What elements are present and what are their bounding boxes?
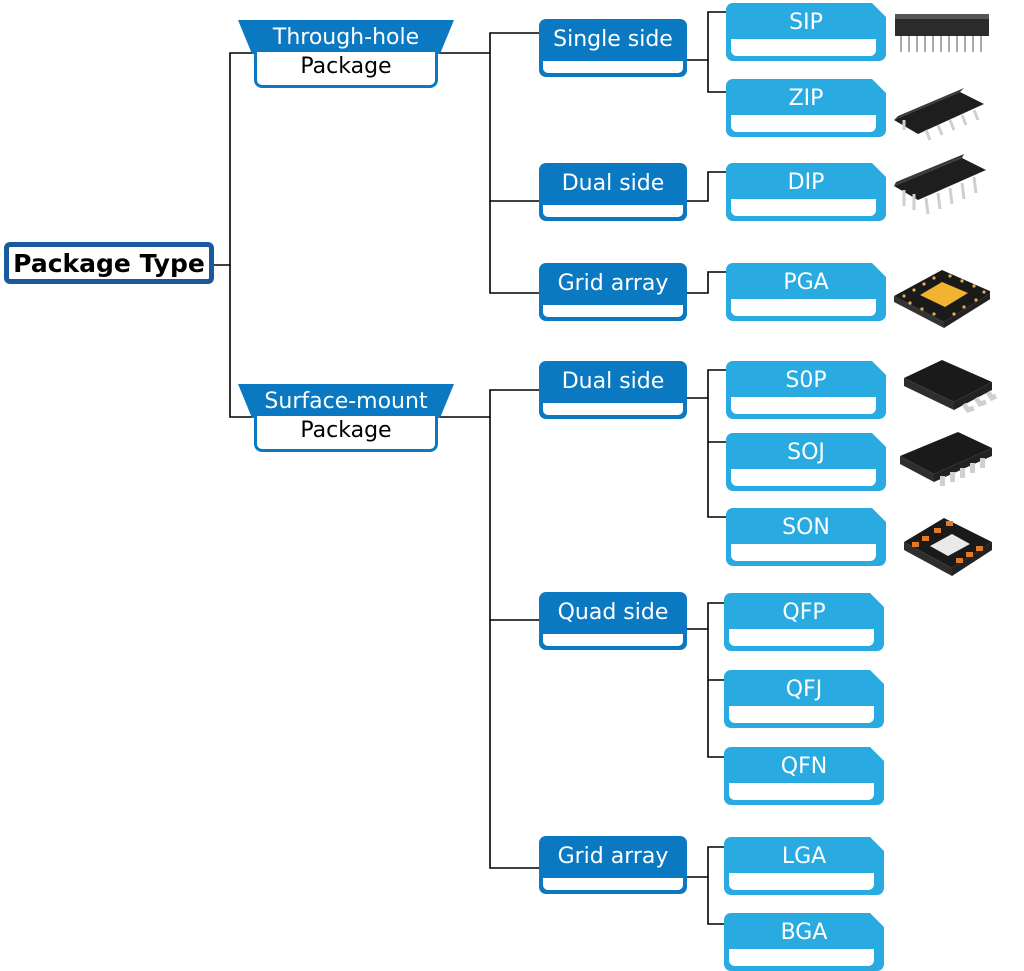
root-label: Package Type (13, 248, 205, 278)
side-dual-side-sm: Dual side (539, 361, 687, 419)
side-label: Grid array (557, 271, 669, 296)
pkg-corner (872, 361, 886, 375)
side-quad-side: Quad side (539, 592, 687, 650)
pkg-label: SON (782, 515, 830, 540)
pkg-curl (731, 39, 876, 56)
pkg-s0p: S0P (726, 361, 886, 419)
side-label: Quad side (557, 600, 669, 625)
son-chip-image (904, 518, 992, 576)
pkg-corner (872, 79, 886, 93)
pkg-corner (870, 593, 884, 607)
pkg-pga: PGA (726, 263, 886, 321)
pga-chip-image (894, 270, 990, 328)
side-inner (543, 205, 683, 217)
pkg-corner (872, 508, 886, 522)
side-label: Single side (553, 27, 673, 52)
mount-surface-mount: Surface-mount Package (238, 384, 454, 454)
pkg-zip: ZIP (726, 79, 886, 137)
side-label: Grid array (557, 844, 669, 869)
side-inner (543, 61, 683, 73)
pkg-curl (731, 115, 876, 132)
pkg-label: BGA (780, 920, 828, 945)
side-label: Dual side (561, 369, 665, 394)
pkg-label: SIP (789, 10, 823, 35)
pkg-label: ZIP (788, 86, 824, 111)
pkg-label: SOJ (787, 440, 825, 465)
pkg-soj: SOJ (726, 433, 886, 491)
pkg-corner (872, 433, 886, 447)
pkg-curl (731, 544, 876, 561)
pkg-curl (729, 873, 874, 890)
mount-through-hole: Through-hole Package (238, 20, 454, 90)
pkg-corner (872, 163, 886, 177)
pkg-label: QFJ (785, 677, 823, 702)
side-grid-array-sm: Grid array (539, 836, 687, 894)
pkg-label: QFN (780, 754, 828, 779)
mount-subtitle: Package (254, 52, 438, 88)
pkg-bga: BGA (724, 913, 884, 971)
pkg-label: PGA (783, 270, 829, 295)
side-label: Dual side (561, 171, 665, 196)
pkg-qfn: QFN (724, 747, 884, 805)
pkg-curl (729, 706, 874, 723)
side-single-side: Single side (539, 19, 687, 77)
pkg-curl (731, 469, 876, 486)
pkg-corner (872, 3, 886, 17)
pkg-corner (870, 670, 884, 684)
pkg-curl (729, 949, 874, 966)
pkg-curl (731, 397, 876, 414)
pkg-label: QFP (782, 600, 826, 625)
pkg-sip: SIP (726, 3, 886, 61)
pkg-qfp: QFP (724, 593, 884, 651)
side-inner (543, 305, 683, 317)
side-grid-array-th: Grid array (539, 263, 687, 321)
sip-chip-image (895, 14, 989, 52)
mount-subtitle: Package (254, 416, 438, 452)
pkg-curl (731, 299, 876, 316)
root-node: Package Type (4, 242, 214, 284)
pkg-corner (870, 913, 884, 927)
soj-chip-image (900, 432, 992, 486)
pkg-corner (872, 263, 886, 277)
side-inner (543, 634, 683, 646)
pkg-label: LGA (781, 844, 827, 869)
pkg-curl (731, 199, 876, 216)
pkg-qfj: QFJ (724, 670, 884, 728)
pkg-label: S0P (785, 368, 827, 393)
pkg-son: SON (726, 508, 886, 566)
pkg-corner (870, 747, 884, 761)
sop-chip-image (904, 360, 998, 413)
pkg-lga: LGA (724, 837, 884, 895)
mount-title: Surface-mount (264, 389, 428, 414)
side-dual-side-th: Dual side (539, 163, 687, 221)
mount-banner-shape (238, 384, 454, 418)
dip-chip-image (894, 154, 986, 215)
zip-chip-image (894, 88, 984, 141)
pkg-corner (870, 837, 884, 851)
mount-title: Through-hole (272, 25, 420, 50)
pkg-label: DIP (787, 170, 825, 195)
pkg-curl (729, 783, 874, 800)
mount-banner-shape (238, 20, 454, 54)
side-inner (543, 403, 683, 415)
side-inner (543, 878, 683, 890)
pkg-dip: DIP (726, 163, 886, 221)
pkg-curl (729, 629, 874, 646)
